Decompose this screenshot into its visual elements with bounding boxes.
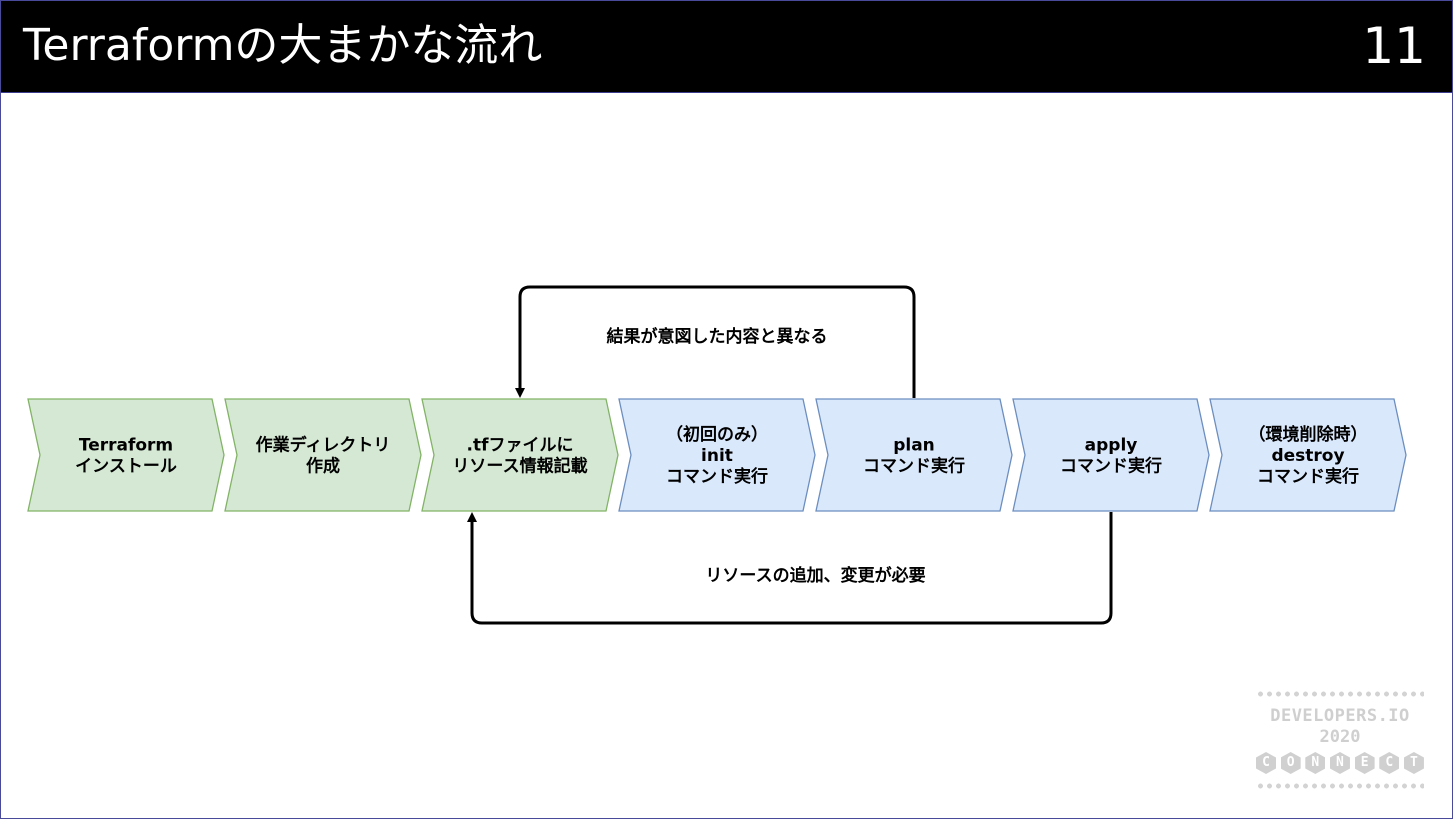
watermark-dots-bottom (1256, 782, 1424, 790)
step-shape-plan (815, 398, 1013, 512)
step-label-apply-1: コマンド実行 (1060, 456, 1162, 477)
step-shape-install (27, 398, 225, 512)
step-label-init-0: （初回のみ） (666, 424, 768, 445)
step-label-destroy-0: （環境削除時） (1249, 424, 1368, 445)
loop-arrow-apply-to-tf (467, 512, 1113, 625)
watermark-hex-letter-6: T (1410, 755, 1418, 770)
step-label-write-tf-0: .tfファイルに (467, 436, 574, 456)
watermark-hex-3: N (1329, 752, 1350, 774)
page-number: 11 (1362, 17, 1426, 75)
watermark-hex-6: T (1403, 752, 1424, 774)
watermark-hex-letter-5: C (1385, 755, 1394, 770)
step-label-init-2: コマンド実行 (666, 466, 768, 487)
watermark-hex-letter-1: O (1286, 755, 1295, 770)
step-label-install-0: Terraform (79, 436, 173, 456)
slide-title: Terraformの大まかな流れ (23, 20, 543, 71)
step-shape-write-tf (421, 398, 619, 512)
step-label-plan-0: plan (893, 436, 935, 456)
step-shape-create-dir (224, 398, 422, 512)
watermark-hex-1: O (1280, 752, 1301, 774)
step-label-plan-1: コマンド実行 (863, 456, 965, 477)
loop-label-plan-to-tf: 結果が意図した内容と異なる (607, 326, 828, 347)
step-label-create-dir-1: 作成 (306, 456, 340, 477)
developers-io-watermark: DEVELOPERS.IO 2020 C O N N E C T (1252, 690, 1428, 790)
step-label-init-1: init (701, 446, 733, 466)
loop-arrow-plan-to-tf (515, 285, 916, 398)
step-label-destroy-1: destroy (1271, 446, 1344, 466)
loop-label-apply-to-tf: リソースの追加、変更が必要 (705, 565, 925, 586)
watermark-hex-4: E (1354, 752, 1375, 774)
watermark-line1: DEVELOPERS.IO (1270, 706, 1410, 726)
step-shape-apply (1012, 398, 1210, 512)
watermark-dots-top (1256, 690, 1424, 698)
step-shape-destroy (1209, 398, 1407, 512)
watermark-hex-5: C (1379, 752, 1400, 774)
step-label-apply-0: apply (1085, 436, 1138, 456)
watermark-hex-letter-2: N (1311, 755, 1320, 770)
watermark-hex-0: C (1256, 752, 1276, 774)
watermark-hex-letter-3: N (1336, 755, 1344, 770)
watermark-line2: 2020 (1319, 727, 1361, 747)
watermark-hex-letter-0: C (1262, 755, 1270, 770)
step-label-destroy-2: コマンド実行 (1257, 466, 1359, 487)
watermark-hex-letter-4: E (1360, 755, 1369, 770)
step-label-write-tf-1: リソース情報記載 (452, 456, 587, 477)
step-label-install-1: インストール (75, 457, 177, 477)
step-label-create-dir-0: 作業ディレクトリ (256, 435, 391, 456)
step-shape-init (618, 398, 816, 512)
slide-header: Terraformの大まかな流れ 11 (1, 1, 1452, 93)
watermark-hex-2: N (1305, 752, 1326, 774)
